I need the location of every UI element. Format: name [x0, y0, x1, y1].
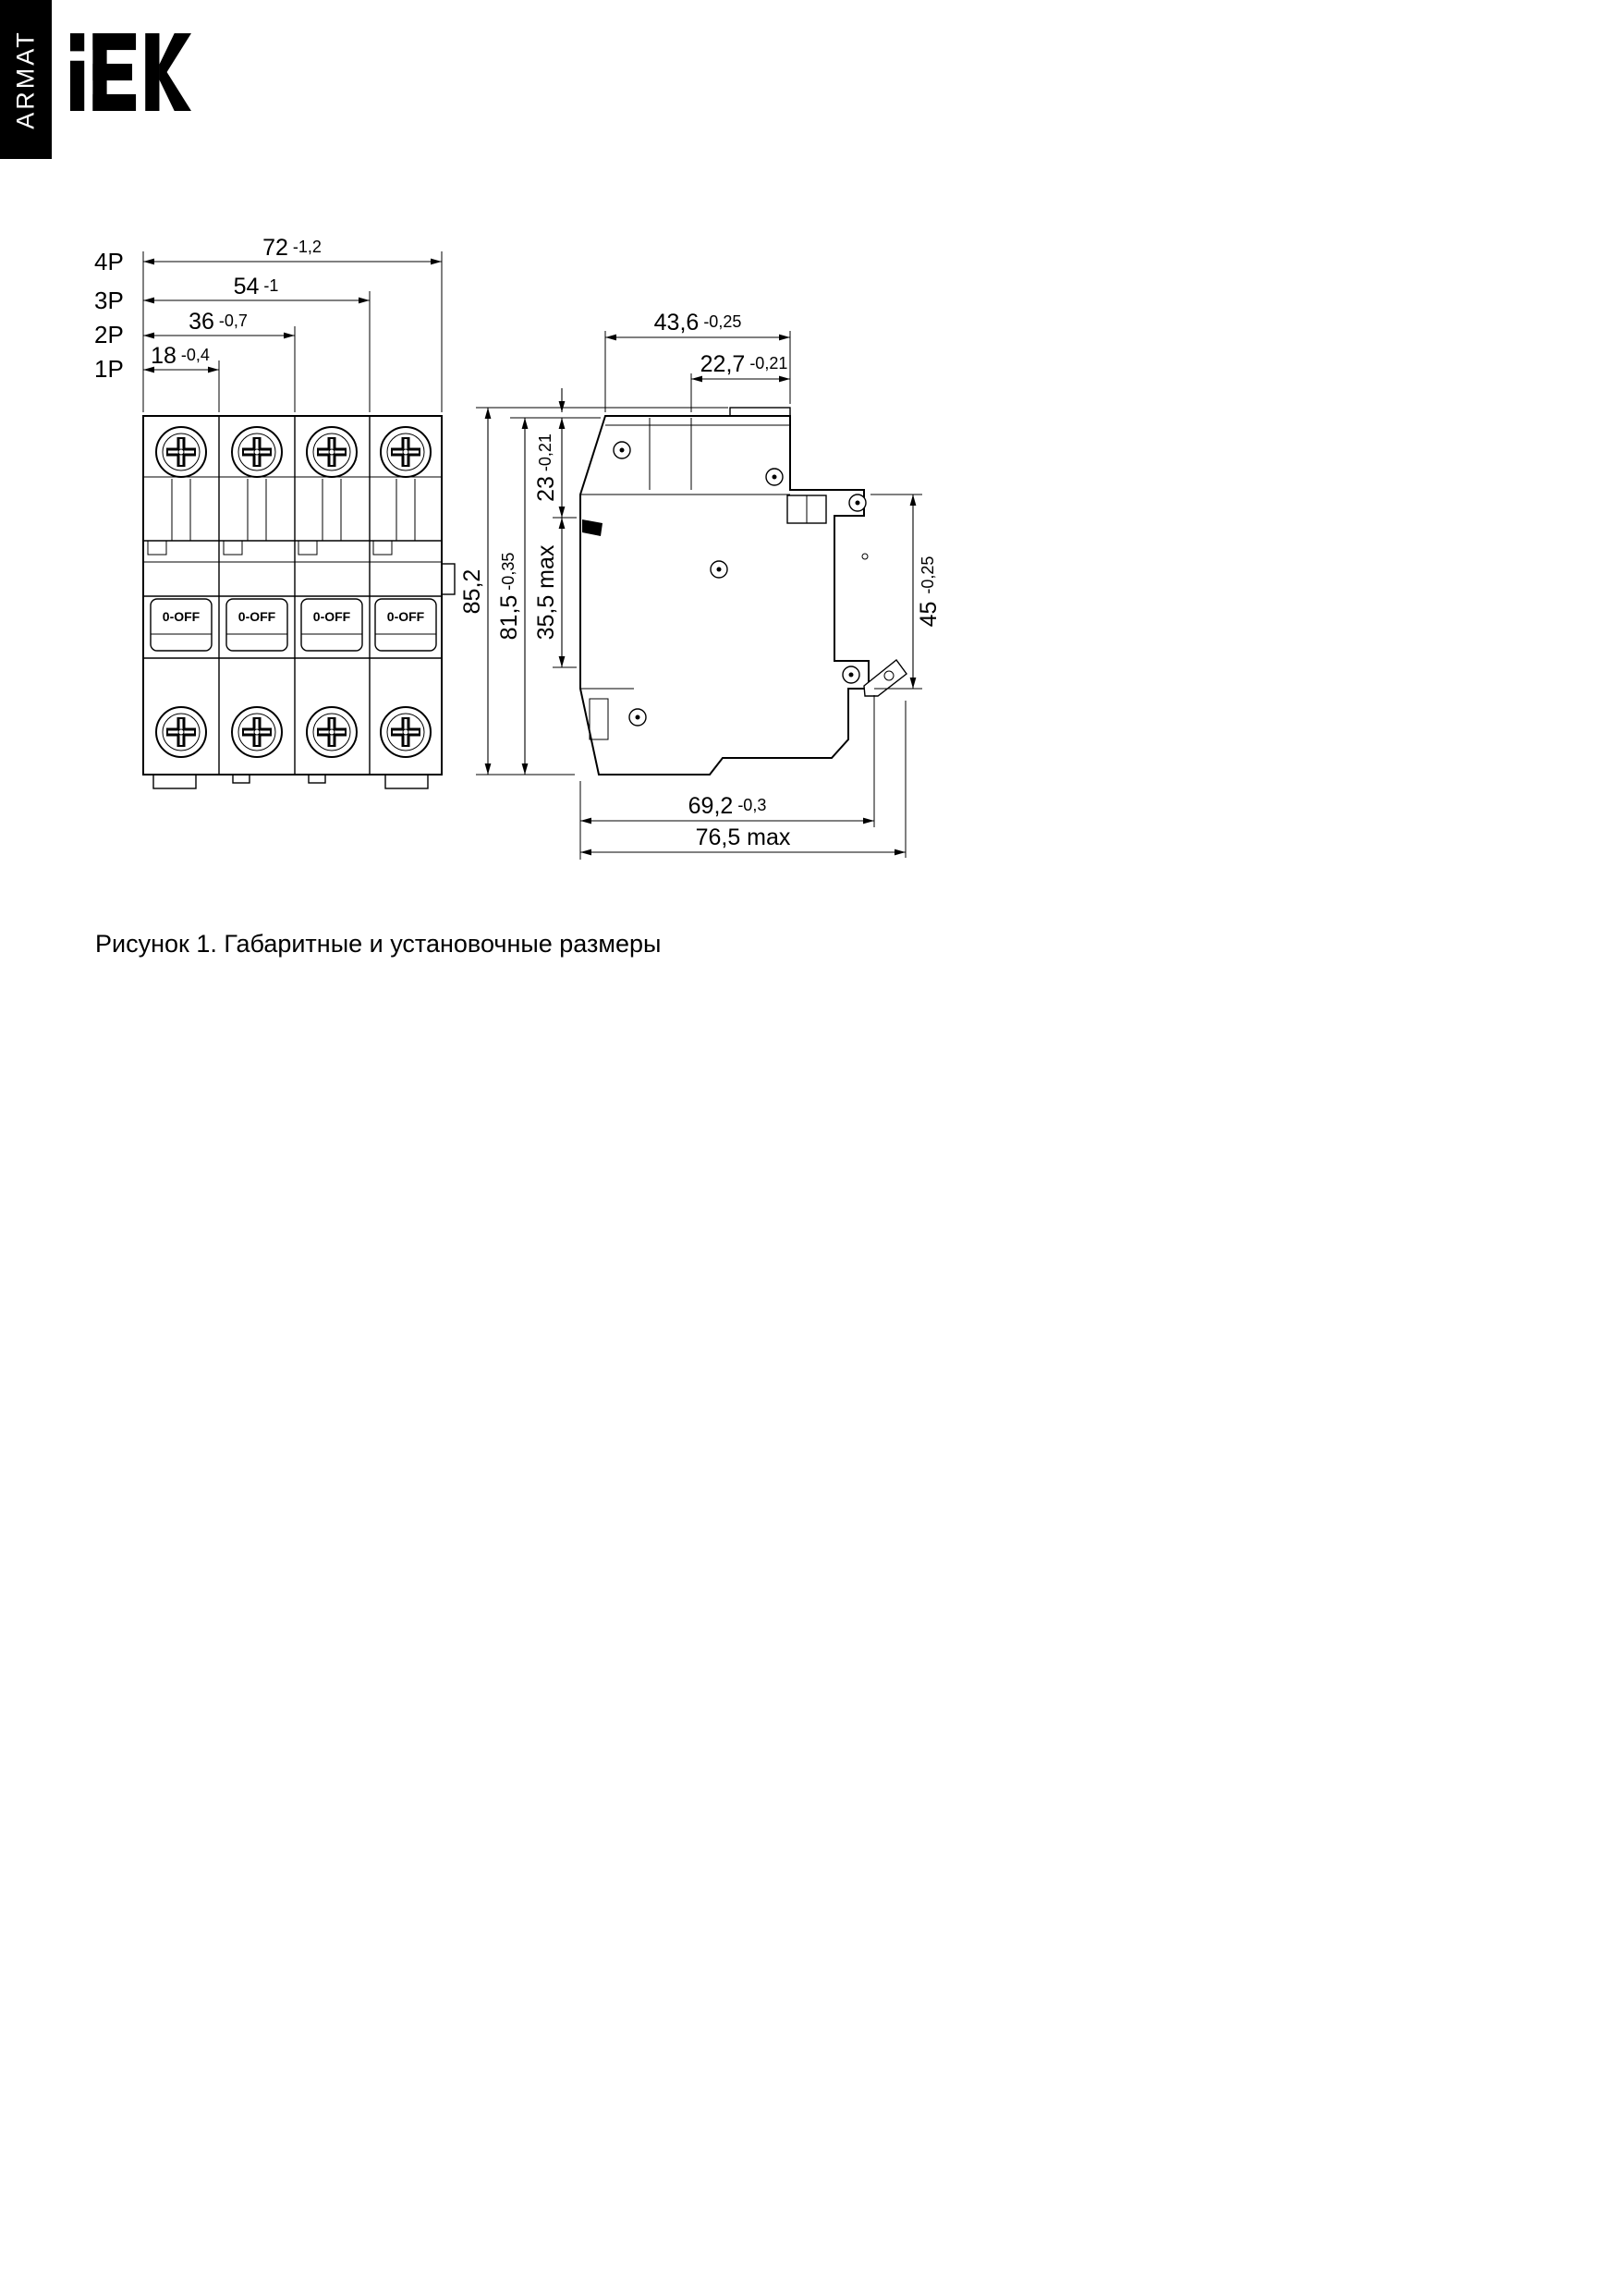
- dim-value-3p: 54-1: [234, 274, 279, 299]
- rivet-1: [613, 441, 631, 459]
- dim-value-height-body: 81,5-0,35: [496, 553, 522, 641]
- iek-logo: IEK: [70, 33, 192, 111]
- pole-label-4p: 4P: [94, 248, 124, 275]
- side-extension-lines: [476, 331, 922, 860]
- dim-value-width-overall: 76,5 max: [696, 824, 791, 850]
- toggle-4: [374, 598, 437, 652]
- screw-top-2: [232, 427, 282, 477]
- toggle-1: [150, 598, 213, 652]
- screw-bottom-2: [232, 707, 282, 757]
- dim-value-height-total: 85,2: [459, 569, 485, 615]
- logo-i-stem: [70, 60, 85, 111]
- top-tab: [729, 407, 791, 417]
- pole-label-3p: 3P: [94, 287, 124, 314]
- screw-top-1: [156, 427, 206, 477]
- mid-band-tabs: [147, 540, 393, 556]
- iek-logo-graphic: IEK: [70, 33, 191, 111]
- side-view: 43,6-0,25 22,7-0,21 23-0,21 35,5 max 81,…: [459, 310, 942, 860]
- side-dimensions: 43,6-0,25 22,7-0,21 23-0,21 35,5 max 81,…: [459, 310, 942, 856]
- screw-top-4: [381, 427, 431, 477]
- logo-e-top: [92, 33, 137, 51]
- dim-value-width-bottom: 69,2-0,3: [688, 793, 767, 819]
- side-body-outline: [579, 415, 870, 776]
- side-step-tab: [441, 563, 456, 595]
- din-clip-hole: [883, 670, 895, 681]
- terminal-funnel-lines: [171, 479, 416, 541]
- bottom-terminal-slot: [589, 698, 609, 740]
- rivet-4: [710, 560, 728, 579]
- dim-value-width-terminal: 22,7-0,21: [700, 351, 788, 377]
- dimension-drawing: 0-OFF: [94, 235, 942, 860]
- toggle-3: [300, 598, 363, 652]
- logo-e-bottom: [92, 93, 137, 111]
- screw-bottom-4: [381, 707, 431, 757]
- logo-e-mid: [92, 63, 133, 81]
- pole-label-2p: 2P: [94, 321, 124, 348]
- technical-drawing: 0-OFF: [88, 235, 1012, 883]
- screw-top-3: [307, 427, 357, 477]
- front-dimensions: 4P 3P 2P 1P 72-1,2 54-1 36-0,7 18-0,4: [94, 235, 442, 383]
- pole-label-1p: 1P: [94, 355, 124, 383]
- dim-value-depth-upper: 23-0,21: [533, 434, 559, 502]
- brand-series-label: ARMAT: [11, 30, 40, 129]
- front-extension-lines: [142, 251, 443, 412]
- dim-value-2p: 36-0,7: [189, 309, 248, 335]
- toggle-2: [225, 598, 288, 652]
- front-view: 4P 3P 2P 1P 72-1,2 54-1 36-0,7 18-0,4: [94, 235, 456, 789]
- dim-value-1p: 18-0,4: [151, 343, 210, 369]
- rivet-5: [628, 708, 647, 727]
- screw-bottom-1: [156, 707, 206, 757]
- front-body-outline: [142, 415, 443, 776]
- logo-i-dot: [70, 33, 85, 52]
- rivet-2: [765, 468, 784, 486]
- iek-logo-letters: [70, 33, 191, 111]
- mounting-feet: [152, 774, 429, 789]
- dim-value-toggle-zone: 35,5 max: [533, 544, 559, 640]
- front-toggle-slot: [582, 519, 603, 536]
- dim-value-4p: 72-1,2: [262, 236, 322, 261]
- rivet-6: [842, 666, 860, 684]
- dim-value-din-recess: 45-0,25: [916, 556, 942, 628]
- dim-value-width-top: 43,6-0,25: [654, 310, 742, 336]
- brand-sidebar: ARMAT: [0, 0, 52, 159]
- logo-k-stem: [145, 33, 160, 111]
- rivet-3: [848, 494, 867, 512]
- screw-bottom-3: [307, 707, 357, 757]
- clip-spring-detail: [861, 553, 869, 560]
- figure-caption: Рисунок 1. Габаритные и установочные раз…: [95, 930, 662, 958]
- logo-k-arms: [159, 33, 191, 111]
